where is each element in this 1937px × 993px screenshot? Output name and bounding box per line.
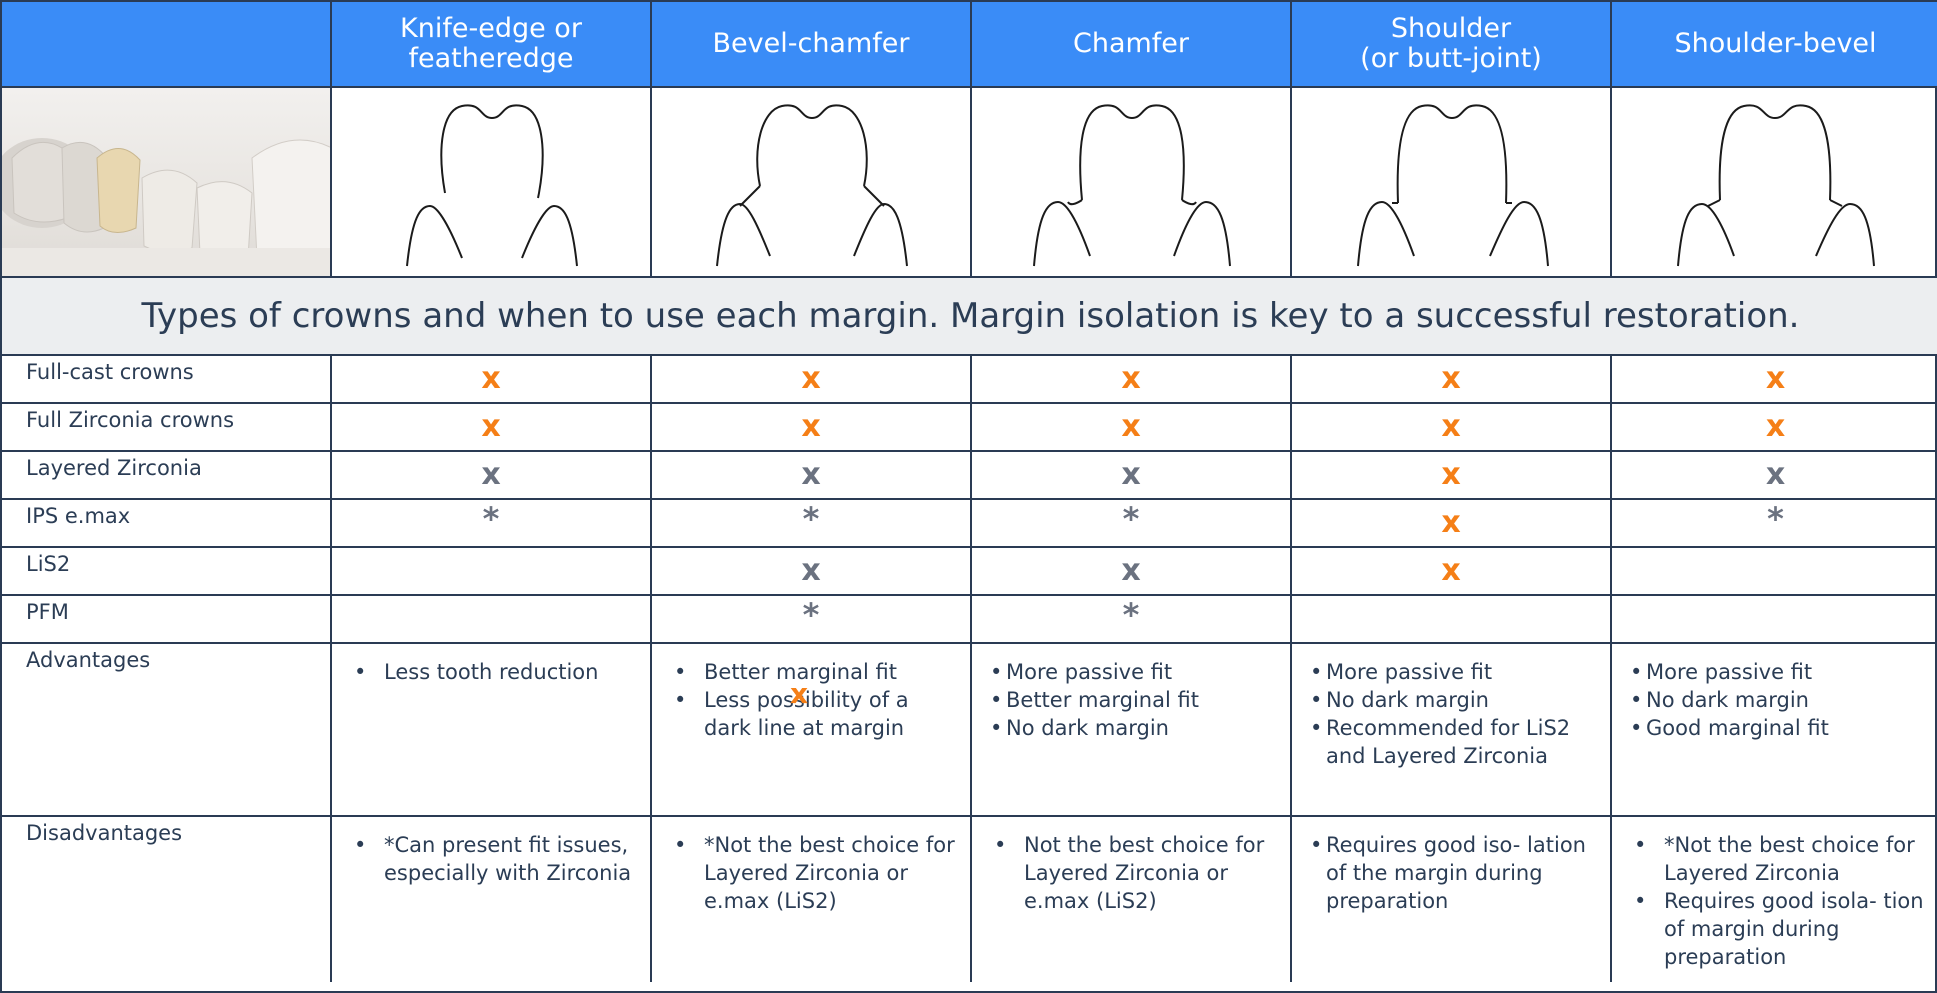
bevel-chamfer-margin-diagram (652, 88, 972, 278)
chamfer-margin-diagram (972, 88, 1292, 278)
mark-pfm-shoulder (1292, 596, 1610, 602)
mark-ips-emax-shoulder: x (1441, 505, 1461, 540)
advantage-item: More passive fit (1630, 658, 1925, 686)
table-caption: Types of crowns and when to use each mar… (2, 278, 1937, 356)
mark-full-cast-knife-edge: x (481, 361, 501, 396)
row-label-disadvantages: Disadvantages (2, 817, 332, 982)
mark-full-zirconia-shoulder: x (1441, 409, 1461, 444)
row-label-lis2: LiS2 (2, 548, 332, 596)
mark-layered-zirconia-shoulder-bevel: x (1765, 457, 1786, 492)
mark-ips-emax-knife-edge: * (482, 500, 500, 538)
mark-lis2-shoulder: x (1441, 553, 1461, 588)
advantage-item: No dark margin (990, 714, 1276, 742)
mark-pfm-knife-edge (332, 596, 650, 602)
advantage-item: Better marginal fit (990, 686, 1276, 714)
crowns-photo (2, 88, 332, 278)
mark-full-zirconia-shoulder-bevel: x (1765, 409, 1786, 444)
mark-pfm-shoulder-bevel (1612, 596, 1937, 602)
knife-edge-margin-diagram (332, 88, 652, 278)
advantage-item: Better marginal fit (670, 658, 956, 686)
overlay-x-mark: x (790, 677, 809, 710)
mark-full-zirconia-knife-edge: x (481, 409, 501, 444)
shoulder-margin-diagram (1292, 88, 1612, 278)
mark-full-cast-shoulder-bevel: x (1765, 361, 1786, 396)
mark-ips-emax-shoulder-bevel: * (1767, 500, 1784, 538)
disadvantage-item: Requires good isola- tion of margin duri… (1630, 887, 1925, 971)
row-label-pfm: PFM (2, 596, 332, 644)
row-label-full-cast: Full-cast crowns (2, 356, 332, 404)
mark-full-zirconia-bevel-chamfer: x (801, 409, 821, 444)
mark-layered-zirconia-chamfer: x (1121, 457, 1141, 492)
header-knife-edge: Knife-edge or featheredge (332, 2, 652, 88)
disadvantage-item: *Can present fit issues, especially with… (350, 831, 636, 887)
mark-full-zirconia-chamfer: x (1121, 409, 1141, 444)
mark-layered-zirconia-bevel-chamfer: x (801, 457, 821, 492)
mark-layered-zirconia-shoulder: x (1441, 457, 1461, 492)
header-corner (2, 2, 332, 88)
mark-pfm-chamfer: * (1122, 596, 1140, 634)
mark-ips-emax-bevel-chamfer: * (802, 500, 820, 538)
advantages-knife-edge: Less tooth reduction (332, 644, 652, 817)
advantages-shoulder: More passive fit No dark margin Recommen… (1292, 644, 1612, 817)
header-bevel-chamfer: Bevel-chamfer (652, 2, 972, 88)
advantage-item: No dark margin (1630, 686, 1925, 714)
shoulder-bevel-margin-diagram (1612, 88, 1937, 278)
mark-full-cast-shoulder: x (1441, 361, 1461, 396)
advantages-bevel-chamfer: Better marginal fit Less possibility of … (652, 644, 972, 817)
disadvantage-item: Requires good iso- lation of the margin … (1310, 831, 1596, 915)
mark-ips-emax-chamfer: * (1122, 500, 1140, 538)
mark-full-cast-chamfer: x (1121, 361, 1141, 396)
disadvantages-chamfer: Not the best choice for Layered Zirconia… (972, 817, 1292, 982)
row-label-layered-zirconia: Layered Zirconia (2, 452, 332, 500)
disadvantages-shoulder: Requires good iso- lation of the margin … (1292, 817, 1612, 982)
header-shoulder: Shoulder (or butt-joint) (1292, 2, 1612, 88)
advantages-shoulder-bevel: More passive fit No dark margin Good mar… (1612, 644, 1937, 817)
mark-lis2-bevel-chamfer: x (801, 553, 821, 588)
advantage-item: No dark margin (1310, 686, 1596, 714)
mark-lis2-shoulder-bevel (1612, 548, 1937, 554)
mark-layered-zirconia-knife-edge: x (481, 457, 501, 492)
disadvantage-item: Not the best choice for Layered Zirconia… (990, 831, 1276, 915)
advantage-item: More passive fit (1310, 658, 1596, 686)
advantage-item: Less tooth reduction (350, 658, 636, 686)
mark-lis2-knife-edge (332, 548, 650, 554)
row-label-ips-emax: IPS e.max (2, 500, 332, 548)
advantage-item: More passive fit (990, 658, 1276, 686)
row-label-advantages: Advantages (2, 644, 332, 817)
advantage-item: Recommended for LiS2 and Layered Zirconi… (1310, 714, 1596, 770)
mark-pfm-bevel-chamfer: * (802, 596, 820, 634)
header-chamfer: Chamfer (972, 2, 1292, 88)
advantage-item: Good marginal fit (1630, 714, 1925, 742)
mark-lis2-chamfer: x (1121, 553, 1141, 588)
disadvantages-bevel-chamfer: *Not the best choice for Layered Zirconi… (652, 817, 972, 982)
row-label-full-zirconia: Full Zirconia crowns (2, 404, 332, 452)
disadvantage-item: *Not the best choice for Layered Zirconi… (1630, 831, 1925, 887)
disadvantages-shoulder-bevel: *Not the best choice for Layered Zirconi… (1612, 817, 1937, 982)
mark-full-cast-bevel-chamfer: x (801, 361, 821, 396)
advantage-item: Less possibility of a dark line at margi… (670, 686, 956, 742)
disadvantages-knife-edge: *Can present fit issues, especially with… (332, 817, 652, 982)
advantages-chamfer: More passive fit Better marginal fit No … (972, 644, 1292, 817)
disadvantage-item: *Not the best choice for Layered Zirconi… (670, 831, 956, 915)
header-shoulder-bevel: Shoulder-bevel (1612, 2, 1937, 88)
